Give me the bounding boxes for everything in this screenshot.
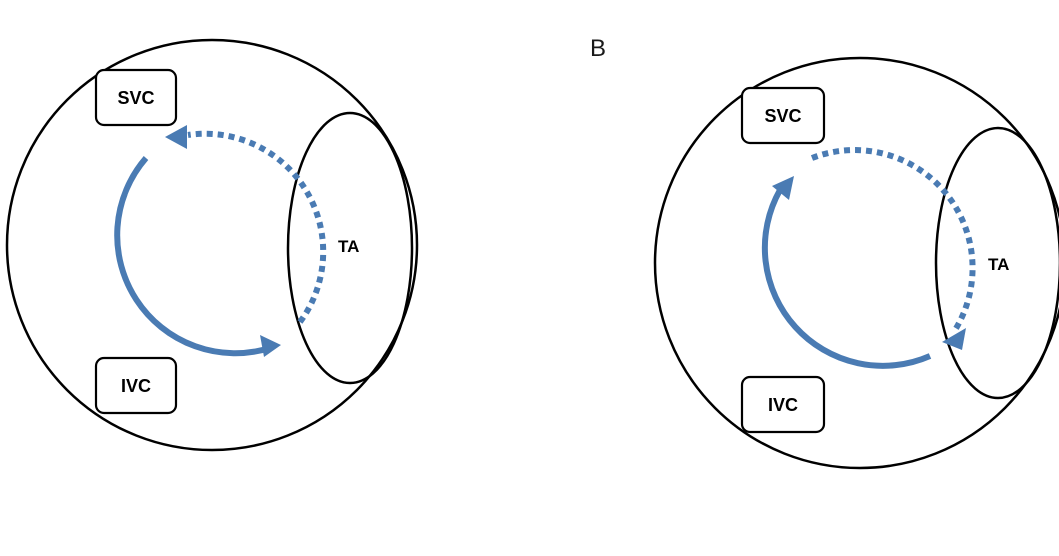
panel-a-ivc-box [94, 356, 178, 415]
panel-b-svc-label: SVC [764, 106, 801, 126]
panel-b-tricuspid-annulus [934, 126, 1059, 400]
panel-b-dotted-arrowhead [942, 328, 966, 350]
panel-a-atrium-outline [5, 38, 419, 452]
panel-a-svc-label: SVC [117, 88, 154, 108]
panel-a-dotted-arrowhead [165, 125, 187, 149]
panel-a-ta-label: TA [338, 237, 359, 256]
panel-a-solid-arrowhead [260, 335, 281, 357]
panel-b-solid-activation-path [761, 188, 932, 369]
panel-b-atrium-outline [653, 56, 1059, 470]
panel-a-tricuspid-annulus [286, 111, 414, 385]
panel-a: SVC IVC TA [5, 38, 419, 452]
panel-b-solid-arrowhead [772, 176, 794, 200]
panel-b-svc-box [740, 86, 826, 145]
panel-a-svc-box [94, 68, 178, 127]
panel-b-letter: B [590, 35, 606, 62]
panel-b-ivc-label: IVC [768, 395, 798, 415]
panel-a-ivc-label: IVC [121, 376, 151, 396]
panel-b-ivc-box [740, 375, 826, 434]
panel-a-solid-activation-path [114, 156, 271, 357]
panel-b-dotted-activation-path [810, 147, 976, 332]
panel-b: B SVC IVC TA [590, 35, 1059, 470]
panel-b-ta-label: TA [988, 255, 1009, 274]
